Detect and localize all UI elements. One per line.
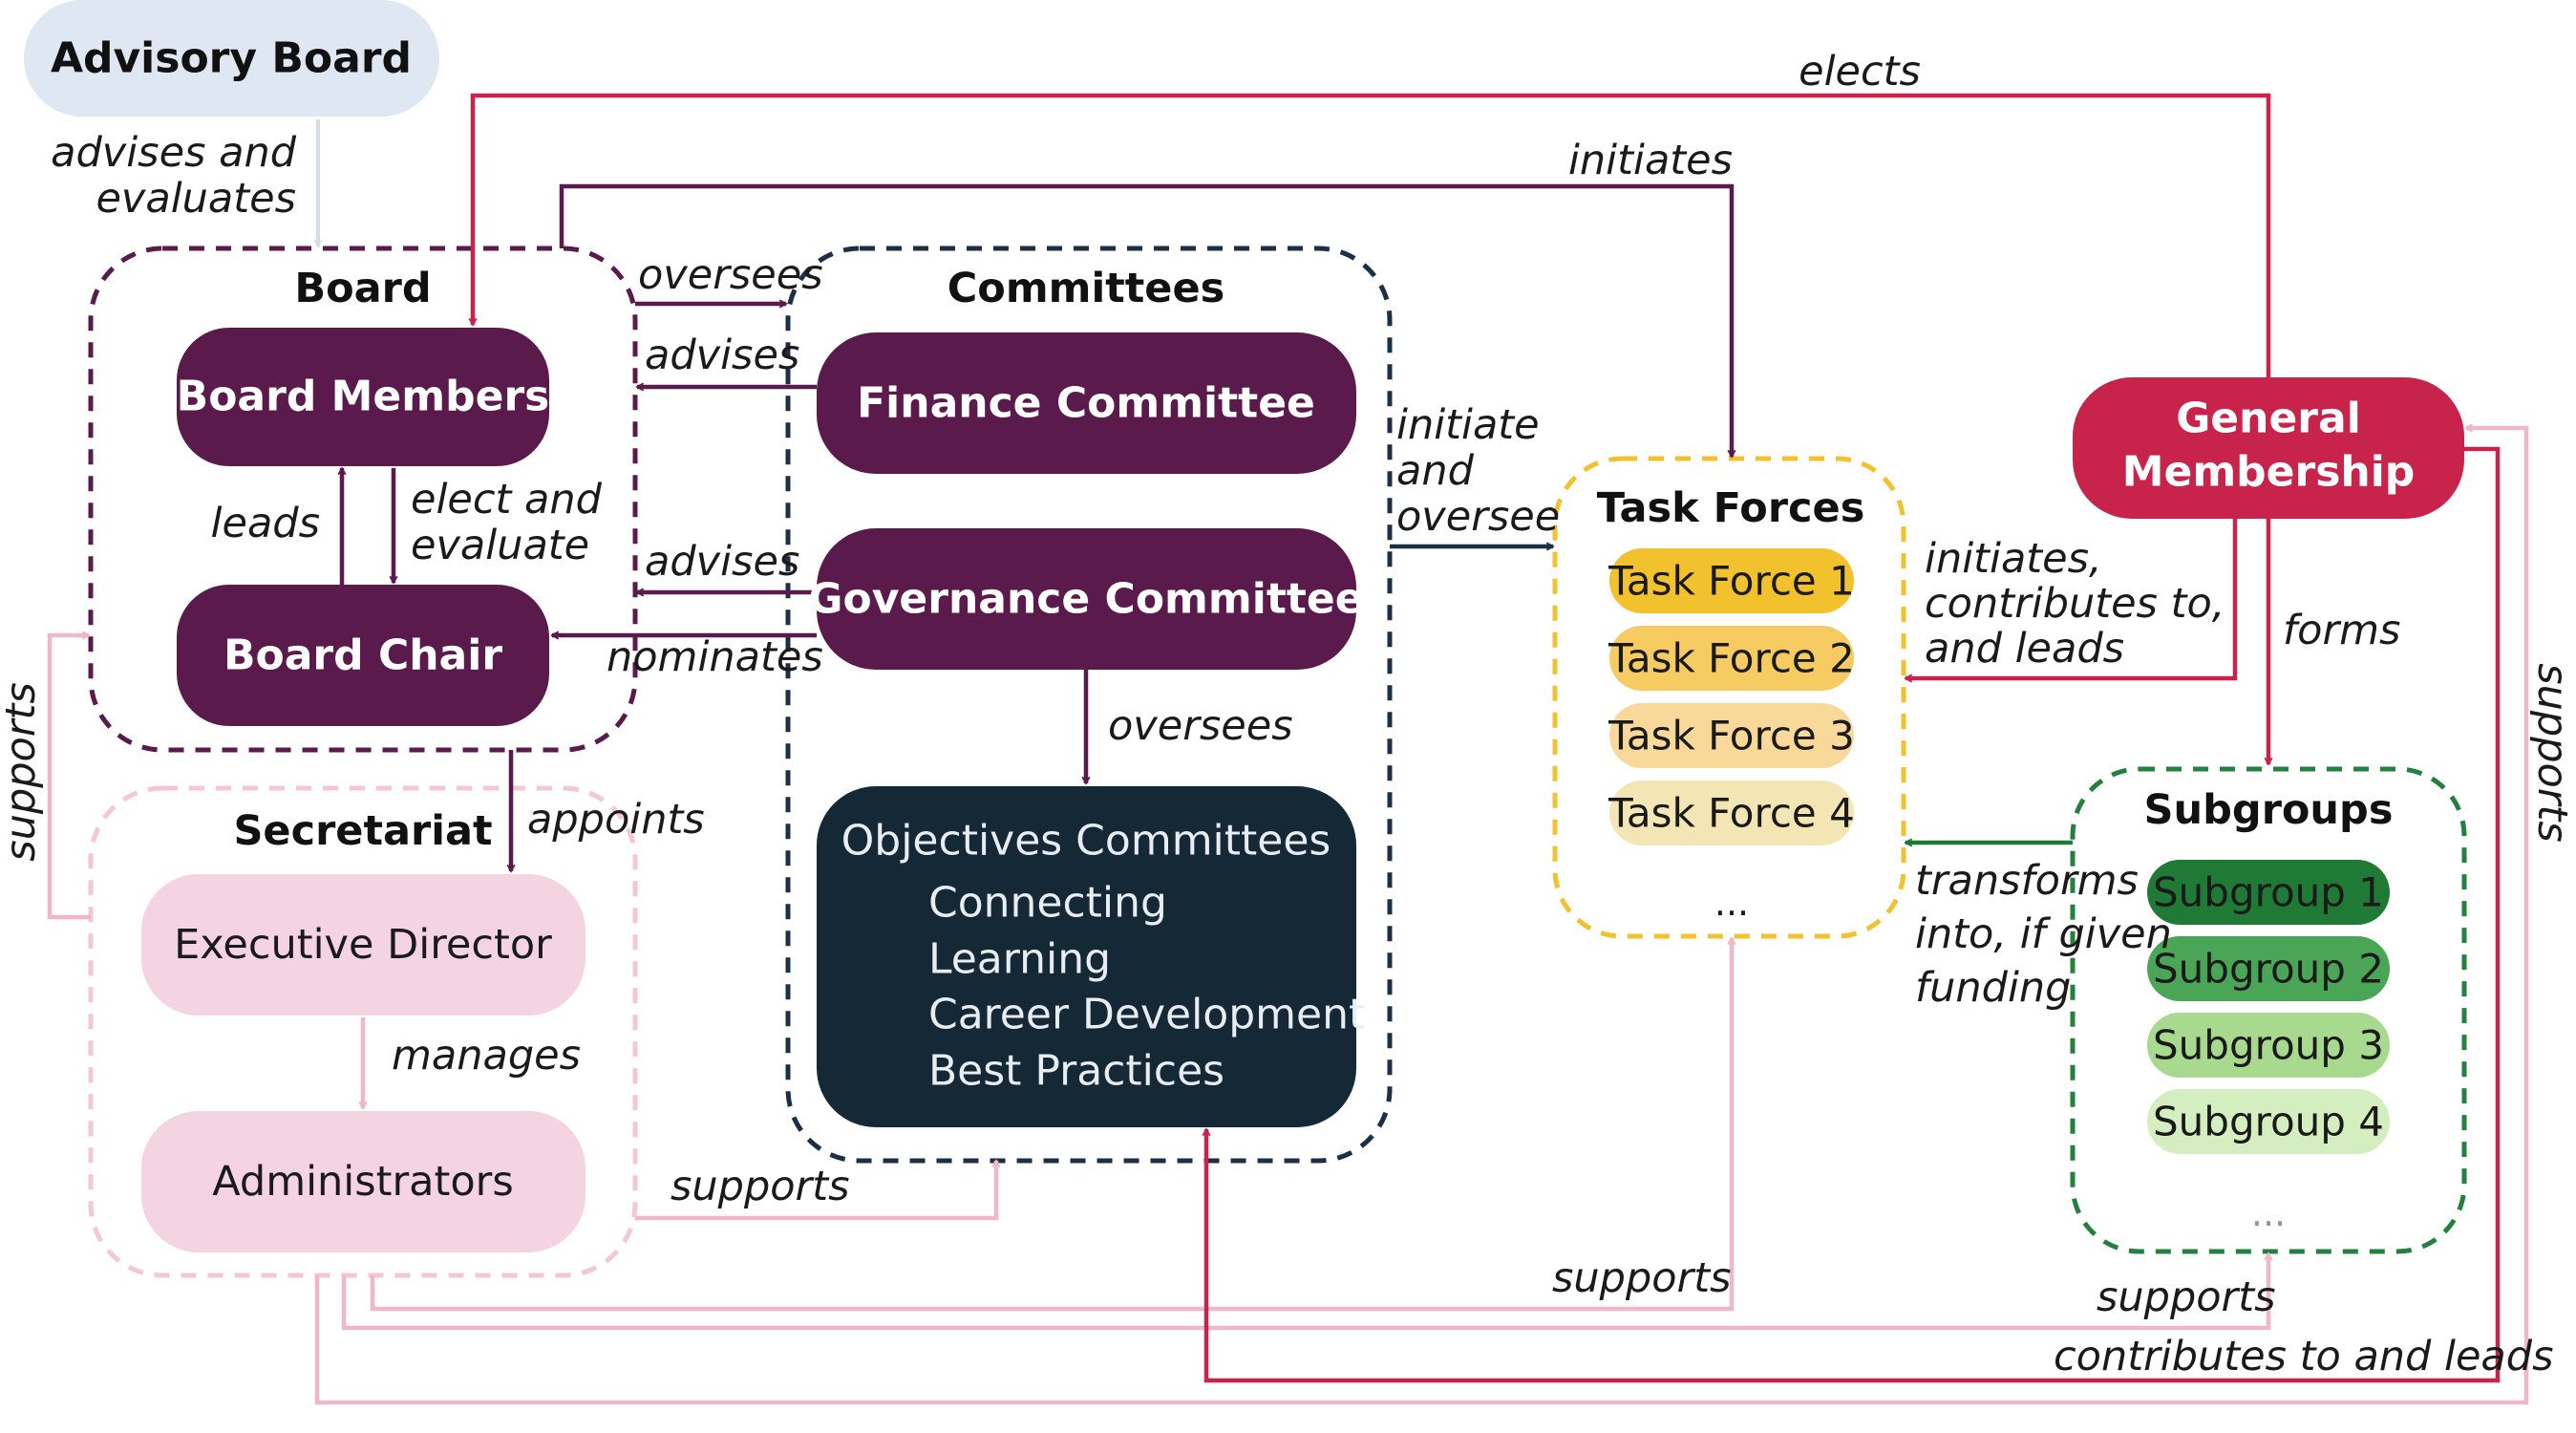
secretariat-group-title: Secretariat: [233, 807, 492, 855]
label-supports-committees: supports: [671, 1163, 850, 1210]
arrow-supports-taskforces: [370, 938, 1732, 1312]
arrow-initiates-top: [559, 183, 1732, 457]
governance-committee-node[interactable]: Governance Committee: [808, 528, 1364, 670]
label-leads: leads: [211, 500, 320, 547]
board-chair-label: Board Chair: [224, 631, 502, 680]
board-group: [88, 246, 638, 753]
subgroup-label: Subgroup 1: [2153, 869, 2384, 916]
objectives-title: Objectives Committees: [841, 817, 1331, 866]
label-initiates-contributes-2: contributes to,: [1925, 580, 2225, 628]
board-chair-node[interactable]: Board Chair: [177, 585, 549, 726]
label-transforms-1: transforms: [1915, 857, 2139, 905]
label-advises-and-evaluates-1: advises and: [51, 129, 297, 177]
subgroup-label: Subgroup 4: [2153, 1099, 2384, 1145]
label-transforms-3: funding: [1915, 964, 2071, 1012]
task-force-label: Task Force 1: [1607, 558, 1855, 605]
label-contributes-to-and-leads: contributes to and leads: [2054, 1333, 2553, 1380]
administrators-label: Administrators: [212, 1158, 514, 1206]
executive-director-node[interactable]: Executive Director: [141, 874, 585, 1016]
task-force-3[interactable]: Task Force 3: [1607, 703, 1855, 768]
secretariat-group: [88, 785, 638, 1278]
committees-group: [785, 246, 1393, 1164]
board-members-node[interactable]: Board Members: [177, 328, 550, 466]
label-elect-and-evaluate-1: elect and: [411, 476, 603, 524]
label-advises-2: advises: [645, 538, 799, 586]
task-force-4[interactable]: Task Force 4: [1607, 781, 1855, 845]
label-oversees-objectives: oversees: [1108, 702, 1293, 750]
label-manages: manages: [392, 1032, 581, 1080]
label-initiate-and-oversee-3: oversee: [1396, 493, 1560, 541]
subgroup-4[interactable]: Subgroup 4: [2147, 1089, 2390, 1154]
objective-item: Connecting: [928, 879, 1167, 928]
task-force-1[interactable]: Task Force 1: [1607, 548, 1855, 613]
label-advises-and-evaluates-2: evaluates: [96, 175, 296, 223]
label-supports-left: supports: [0, 682, 45, 862]
arrow-supports-right: [314, 428, 2529, 1405]
subgroups-group-title: Subgroups: [2144, 786, 2394, 834]
board-members-label: Board Members: [177, 373, 550, 421]
arrow-elects: [473, 93, 2271, 377]
subgroups-more: ...: [2251, 1192, 2286, 1234]
general-membership-label-line1: General: [2176, 395, 2361, 443]
label-elect-and-evaluate-2: evaluate: [411, 522, 589, 569]
label-supports-right: supports: [2528, 663, 2576, 843]
label-initiates-top: initiates: [1568, 137, 1733, 184]
subgroup-label: Subgroup 2: [2153, 946, 2384, 993]
label-initiates-contributes-3: and leads: [1925, 625, 2124, 673]
task-force-label: Task Force 4: [1607, 790, 1855, 837]
objectives-committees-node[interactable]: Objectives Committees Connecting Learnin…: [817, 786, 1365, 1127]
label-advises-1: advises: [645, 332, 799, 379]
subgroup-3[interactable]: Subgroup 3: [2147, 1013, 2390, 1078]
administrators-node[interactable]: Administrators: [141, 1111, 585, 1252]
arrow-supports-left: [47, 635, 91, 920]
task-force-label: Task Force 2: [1607, 635, 1855, 682]
general-membership-label-line2: Membership: [2122, 448, 2416, 497]
label-supports-subgroups: supports: [2097, 1273, 2276, 1321]
label-initiate-and-oversee-1: initiate: [1396, 401, 1540, 449]
committees-group-title: Committees: [947, 265, 1224, 312]
label-nominates: nominates: [607, 633, 823, 681]
objective-item: Career Development: [928, 991, 1365, 1039]
label-transforms-2: into, if given: [1915, 910, 2172, 958]
task-forces-group: [1552, 456, 1906, 939]
label-initiate-and-oversee-2: and: [1396, 447, 1475, 495]
subgroup-2[interactable]: Subgroup 2: [2147, 936, 2390, 1001]
objective-item: Best Practices: [928, 1047, 1224, 1096]
finance-committee-label: Finance Committee: [857, 379, 1315, 428]
label-oversees-top: oversees: [638, 251, 823, 299]
board-group-title: Board: [294, 265, 431, 312]
label-appoints: appoints: [527, 796, 705, 844]
task-forces-group-title: Task Forces: [1597, 484, 1865, 532]
arrow-supports-committees: [635, 1161, 996, 1221]
finance-committee-node[interactable]: Finance Committee: [817, 332, 1356, 474]
governance-committee-label: Governance Committee: [808, 575, 1363, 624]
label-supports-taskforces: supports: [1552, 1254, 1732, 1302]
task-forces-more: ...: [1714, 882, 1749, 924]
arrow-contributes-to-and-leads: [1206, 446, 2501, 1383]
arrow-supports-subgroups: [341, 1253, 2268, 1331]
subgroups-group: [2070, 766, 2467, 1254]
subgroup-1[interactable]: Subgroup 1: [2147, 860, 2390, 925]
task-force-2[interactable]: Task Force 2: [1607, 626, 1855, 691]
label-initiates-contributes-1: initiates,: [1925, 535, 2102, 583]
general-membership-node[interactable]: General Membership: [2073, 377, 2464, 519]
executive-director-label: Executive Director: [174, 921, 552, 969]
advisory-board-node[interactable]: Advisory Board: [24, 0, 439, 117]
task-force-label: Task Force 3: [1607, 713, 1855, 759]
advisory-board-label: Advisory Board: [51, 34, 412, 83]
label-elects: elects: [1799, 48, 1921, 96]
objective-item: Learning: [928, 935, 1111, 984]
subgroup-label: Subgroup 3: [2153, 1022, 2384, 1069]
arrow-initiates-contributes: [1905, 516, 2238, 678]
label-forms: forms: [2283, 607, 2400, 654]
